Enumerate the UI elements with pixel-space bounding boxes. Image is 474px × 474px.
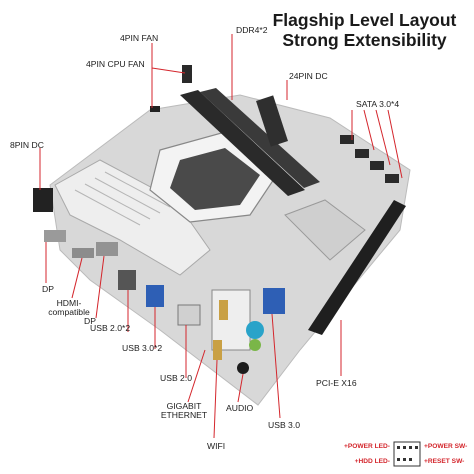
label-sata: SATA 3.0*4 bbox=[356, 99, 400, 109]
label-hdmi-line-1: HDMI- bbox=[56, 298, 82, 308]
headline-line-2: Strong Extensibility bbox=[282, 30, 447, 50]
fan-header bbox=[150, 106, 160, 112]
pcie-x16-slot bbox=[308, 200, 406, 335]
chipset-heatsink bbox=[284, 199, 366, 261]
leader-lines bbox=[39, 34, 403, 439]
ddr4-slot-1 bbox=[180, 90, 305, 196]
label-dp-2: DP bbox=[84, 316, 96, 326]
label-reset-sw: +RESET SW- bbox=[424, 458, 465, 465]
label-usb30: USB 3.0 bbox=[268, 420, 301, 430]
header-pins bbox=[397, 446, 418, 461]
label-usb20: USB 2.0 bbox=[160, 373, 193, 383]
label-dp-1: DP bbox=[42, 284, 54, 294]
heatsink-fins bbox=[74, 171, 171, 226]
sata-ports bbox=[340, 135, 399, 183]
label-hdmi-line-2: compatible bbox=[48, 307, 90, 317]
label-8pin-dc: 8PIN DC bbox=[10, 140, 44, 150]
wifi-antennas bbox=[213, 300, 228, 360]
rear-io bbox=[44, 230, 285, 374]
cpu-fan-header bbox=[182, 65, 192, 83]
label-ddr4: DDR4*2 bbox=[236, 25, 268, 35]
label-gigabit-line-1: GIGABIT bbox=[166, 401, 202, 411]
label-pcie: PCI-E X16 bbox=[316, 378, 357, 388]
front-panel-header-diagram bbox=[393, 441, 421, 467]
power-connector-24pin bbox=[256, 95, 288, 147]
label-4pin-fan: 4PIN FAN bbox=[120, 33, 159, 43]
headline-line-1: Flagship Level Layout bbox=[272, 10, 457, 30]
label-usb30x2: USB 3.0*2 bbox=[122, 343, 163, 353]
label-power-sw: +POWER SW- bbox=[424, 443, 468, 450]
label-audio: AUDIO bbox=[226, 403, 254, 413]
label-hdd-led: +HDD LED- bbox=[354, 458, 390, 465]
cpu-socket-center bbox=[170, 148, 260, 210]
label-wifi: WIFI bbox=[207, 441, 226, 451]
ddr4-slot-2 bbox=[200, 88, 320, 188]
label-power-led: +POWER LED- bbox=[344, 443, 390, 450]
label-4pin-cpu-fan: 4PIN CPU FAN bbox=[86, 59, 145, 69]
power-connector-8pin bbox=[33, 188, 53, 212]
label-gigabit-line-2: ETHERNET bbox=[160, 410, 208, 420]
label-usb20x2: USB 2.0*2 bbox=[90, 323, 131, 333]
label-24pin-dc: 24PIN DC bbox=[289, 71, 328, 81]
